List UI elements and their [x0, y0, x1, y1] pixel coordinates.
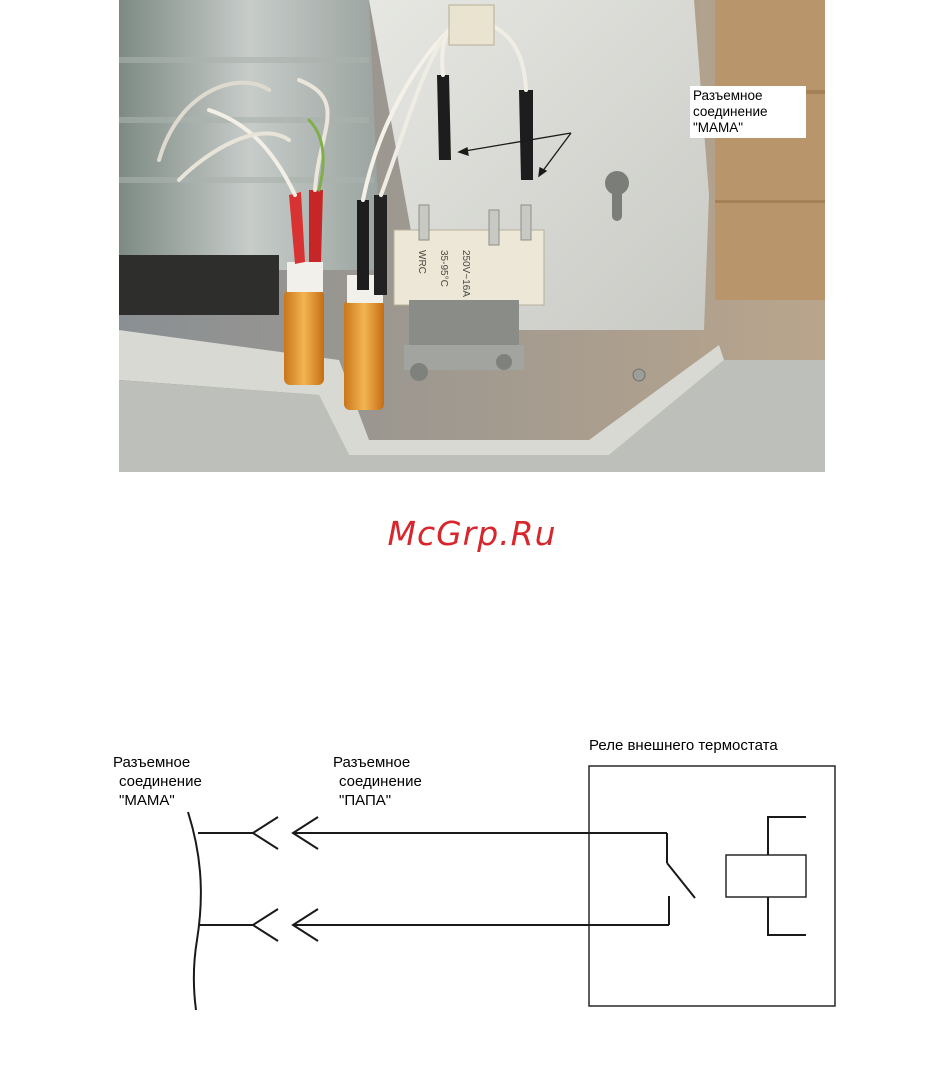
product-photo: WRC 35-95°C 250V~16A Разъемное соединение … [119, 0, 825, 472]
coil-upper-lead [768, 817, 806, 855]
upper-mama-jaw [253, 817, 278, 849]
callout-line-3: "МАМА" [693, 120, 803, 136]
watermark: McGrp.Ru [0, 514, 944, 553]
papa-label-line-2: соединение [333, 772, 422, 791]
mama-callout-label: Разъемное соединение "МАМА" [690, 86, 806, 138]
callout-line-1: Разъемное [693, 88, 803, 104]
papa-label-line-3: "ПАПА" [333, 791, 422, 810]
relay-box [589, 766, 835, 1006]
wiring-diagram: Разъемное соединение "МАМА" Разъемное со… [0, 720, 944, 1040]
relay-switch-contact [667, 863, 695, 898]
relay-marking-3: 250V~16A [460, 250, 471, 297]
mama-label-line-1: Разъемное [113, 753, 202, 772]
mama-label-line-3: "МАМА" [113, 791, 202, 810]
papa-label-line-1: Разъемное [333, 753, 422, 772]
lower-mama-jaw [253, 909, 278, 941]
relay-marking-1: WRC [416, 250, 427, 274]
coil-lower-lead [768, 897, 806, 935]
mama-label: Разъемное соединение "МАМА" [113, 753, 202, 810]
relay-label: Реле внешнего термостата [589, 736, 778, 755]
papa-label: Разъемное соединение "ПАПА" [333, 753, 422, 810]
mama-label-line-2: соединение [113, 772, 202, 791]
relay-marking-2: 35-95°C [438, 250, 449, 287]
callout-line-2: соединение [693, 104, 803, 120]
photo-illustration: WRC 35-95°C 250V~16A [119, 0, 825, 472]
relay-coil [726, 855, 806, 897]
mama-connector-curve [188, 812, 201, 1010]
